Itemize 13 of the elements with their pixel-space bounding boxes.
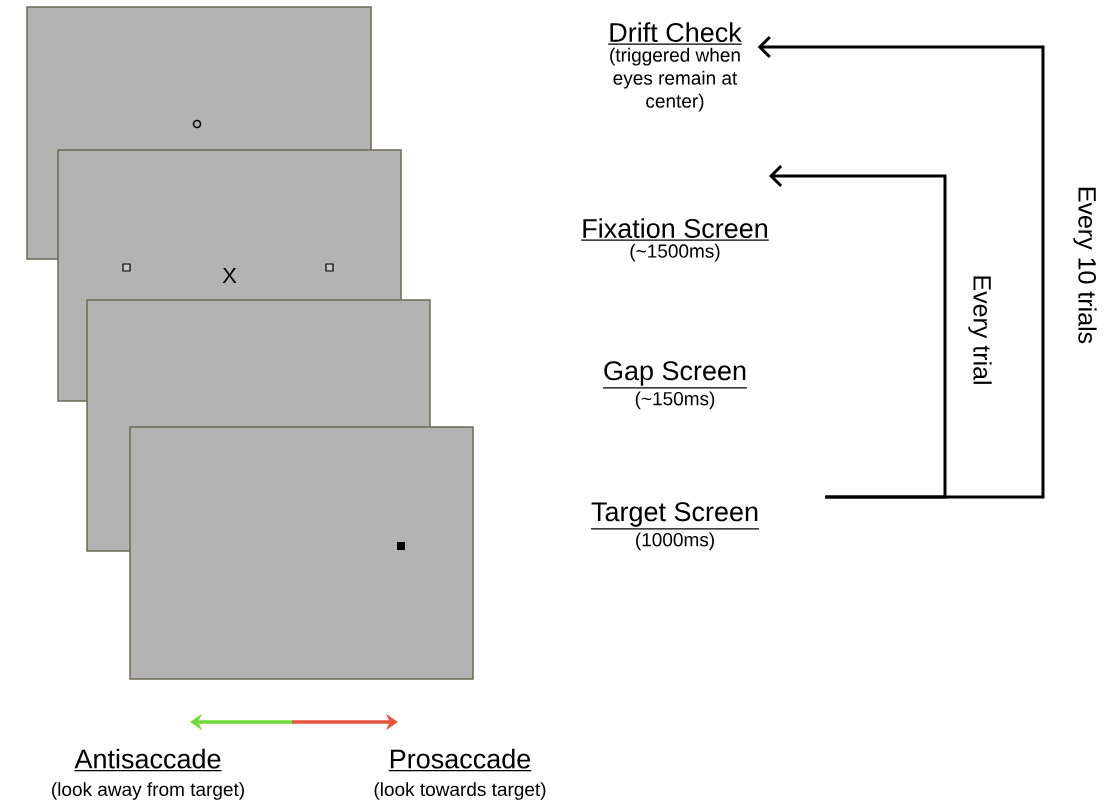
step-text: Fixation Screen (~1500ms) <box>580 218 770 262</box>
loop-arrow <box>769 164 947 499</box>
saccade-note: (look towards target) <box>374 782 546 800</box>
step-text: Drift Check (triggered when eyes remain at center) <box>607 22 743 112</box>
saccade-label: Prosaccade <box>388 748 532 772</box>
step-text: Target Screen (1000ms) <box>590 502 760 551</box>
step-text: Gap Screen (~150ms) <box>602 361 748 410</box>
screen-box <box>129 426 474 680</box>
saccade-note: (look away from target) <box>52 782 244 800</box>
saccade-label: Antisaccade <box>73 748 223 772</box>
loop-arrow <box>757 35 1045 499</box>
edge-label: Every trial <box>967 273 993 387</box>
edge-label: Every 10 trials <box>1072 184 1098 346</box>
